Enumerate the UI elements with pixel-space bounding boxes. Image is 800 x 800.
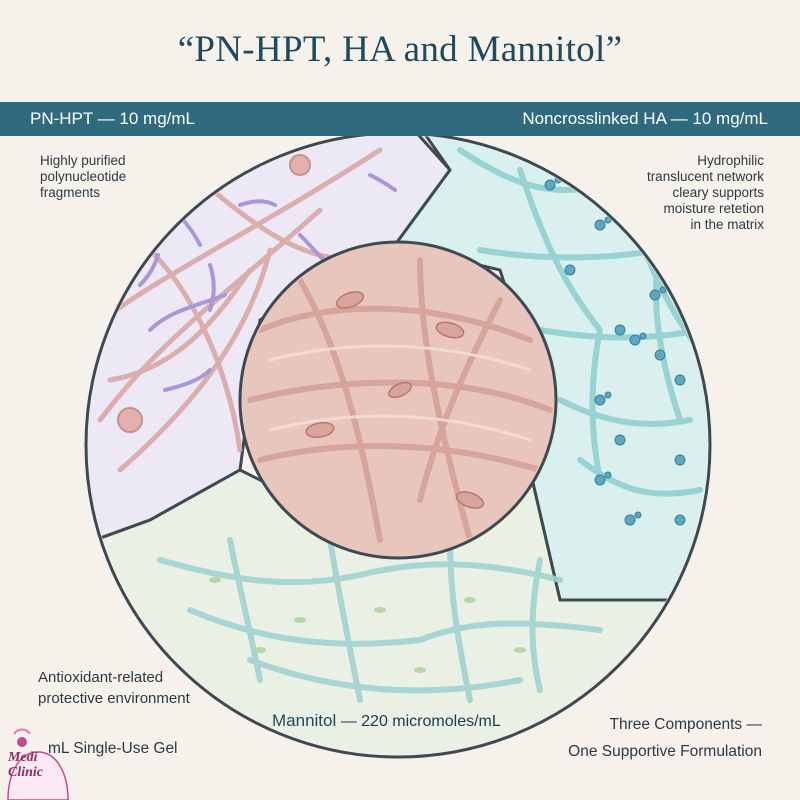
- mannitol-label: Mannitol — 220 micromoles/mL: [272, 711, 501, 731]
- mannitol-description-line: protective environment: [38, 690, 190, 707]
- pn-hpt-band: PN-HPT — 10 mg/mL: [0, 102, 430, 136]
- mannitol-network: [157, 537, 603, 703]
- ha-band: Noncrosslinked HA — 10 mg/mL: [412, 102, 800, 136]
- medi-clinic-logo: [7, 728, 69, 800]
- ha-description-line: moisture retetion: [663, 201, 764, 216]
- mannitol-leaf-icons: [209, 577, 526, 673]
- gel-label: mL Single-Use Gel: [48, 740, 178, 757]
- center-circle: [238, 240, 558, 560]
- ha-description: Hydrophilic translucent network cleary s…: [564, 153, 764, 233]
- center-tissue: [247, 257, 553, 543]
- mannitol-description: Antioxidant-related protective environme…: [38, 667, 258, 709]
- page-title: “PN-HPT, HA and Mannitol”: [177, 29, 623, 70]
- summary-line: One Supportive Formulation: [568, 743, 762, 760]
- pn-fibers: [88, 147, 383, 473]
- ha-description-line: Hydrophilic: [697, 153, 764, 168]
- ha-description-line: in the matrix: [690, 217, 764, 232]
- pn-hpt-description-line: Highly purified: [40, 153, 126, 168]
- pn-hpt-description-line: polynucleotide: [40, 169, 127, 184]
- pn-cell-icon: [117, 154, 311, 433]
- medi-clinic-logo-text: Medi Clinic: [8, 750, 72, 780]
- mannitol-name: Mannitol: [272, 711, 337, 730]
- mannitol-description-line: Antioxidant-related: [38, 669, 164, 686]
- logo-line: Clinic: [8, 765, 44, 780]
- summary-line: Three Components —: [609, 716, 763, 733]
- logo-line: Medi: [8, 750, 38, 765]
- pn-hpt-description: Highly purified polynucleotide fragments: [40, 153, 220, 201]
- ha-description-line: cleary supports: [672, 185, 764, 200]
- summary-note: Three Components — One Supportive Formul…: [502, 711, 762, 765]
- pn-hpt-description-line: fragments: [40, 185, 101, 200]
- water-molecule-icons: [544, 176, 686, 526]
- ha-description-line: translucent network: [646, 169, 764, 184]
- mannitol-value: — 220 micromoles/mL: [336, 713, 501, 730]
